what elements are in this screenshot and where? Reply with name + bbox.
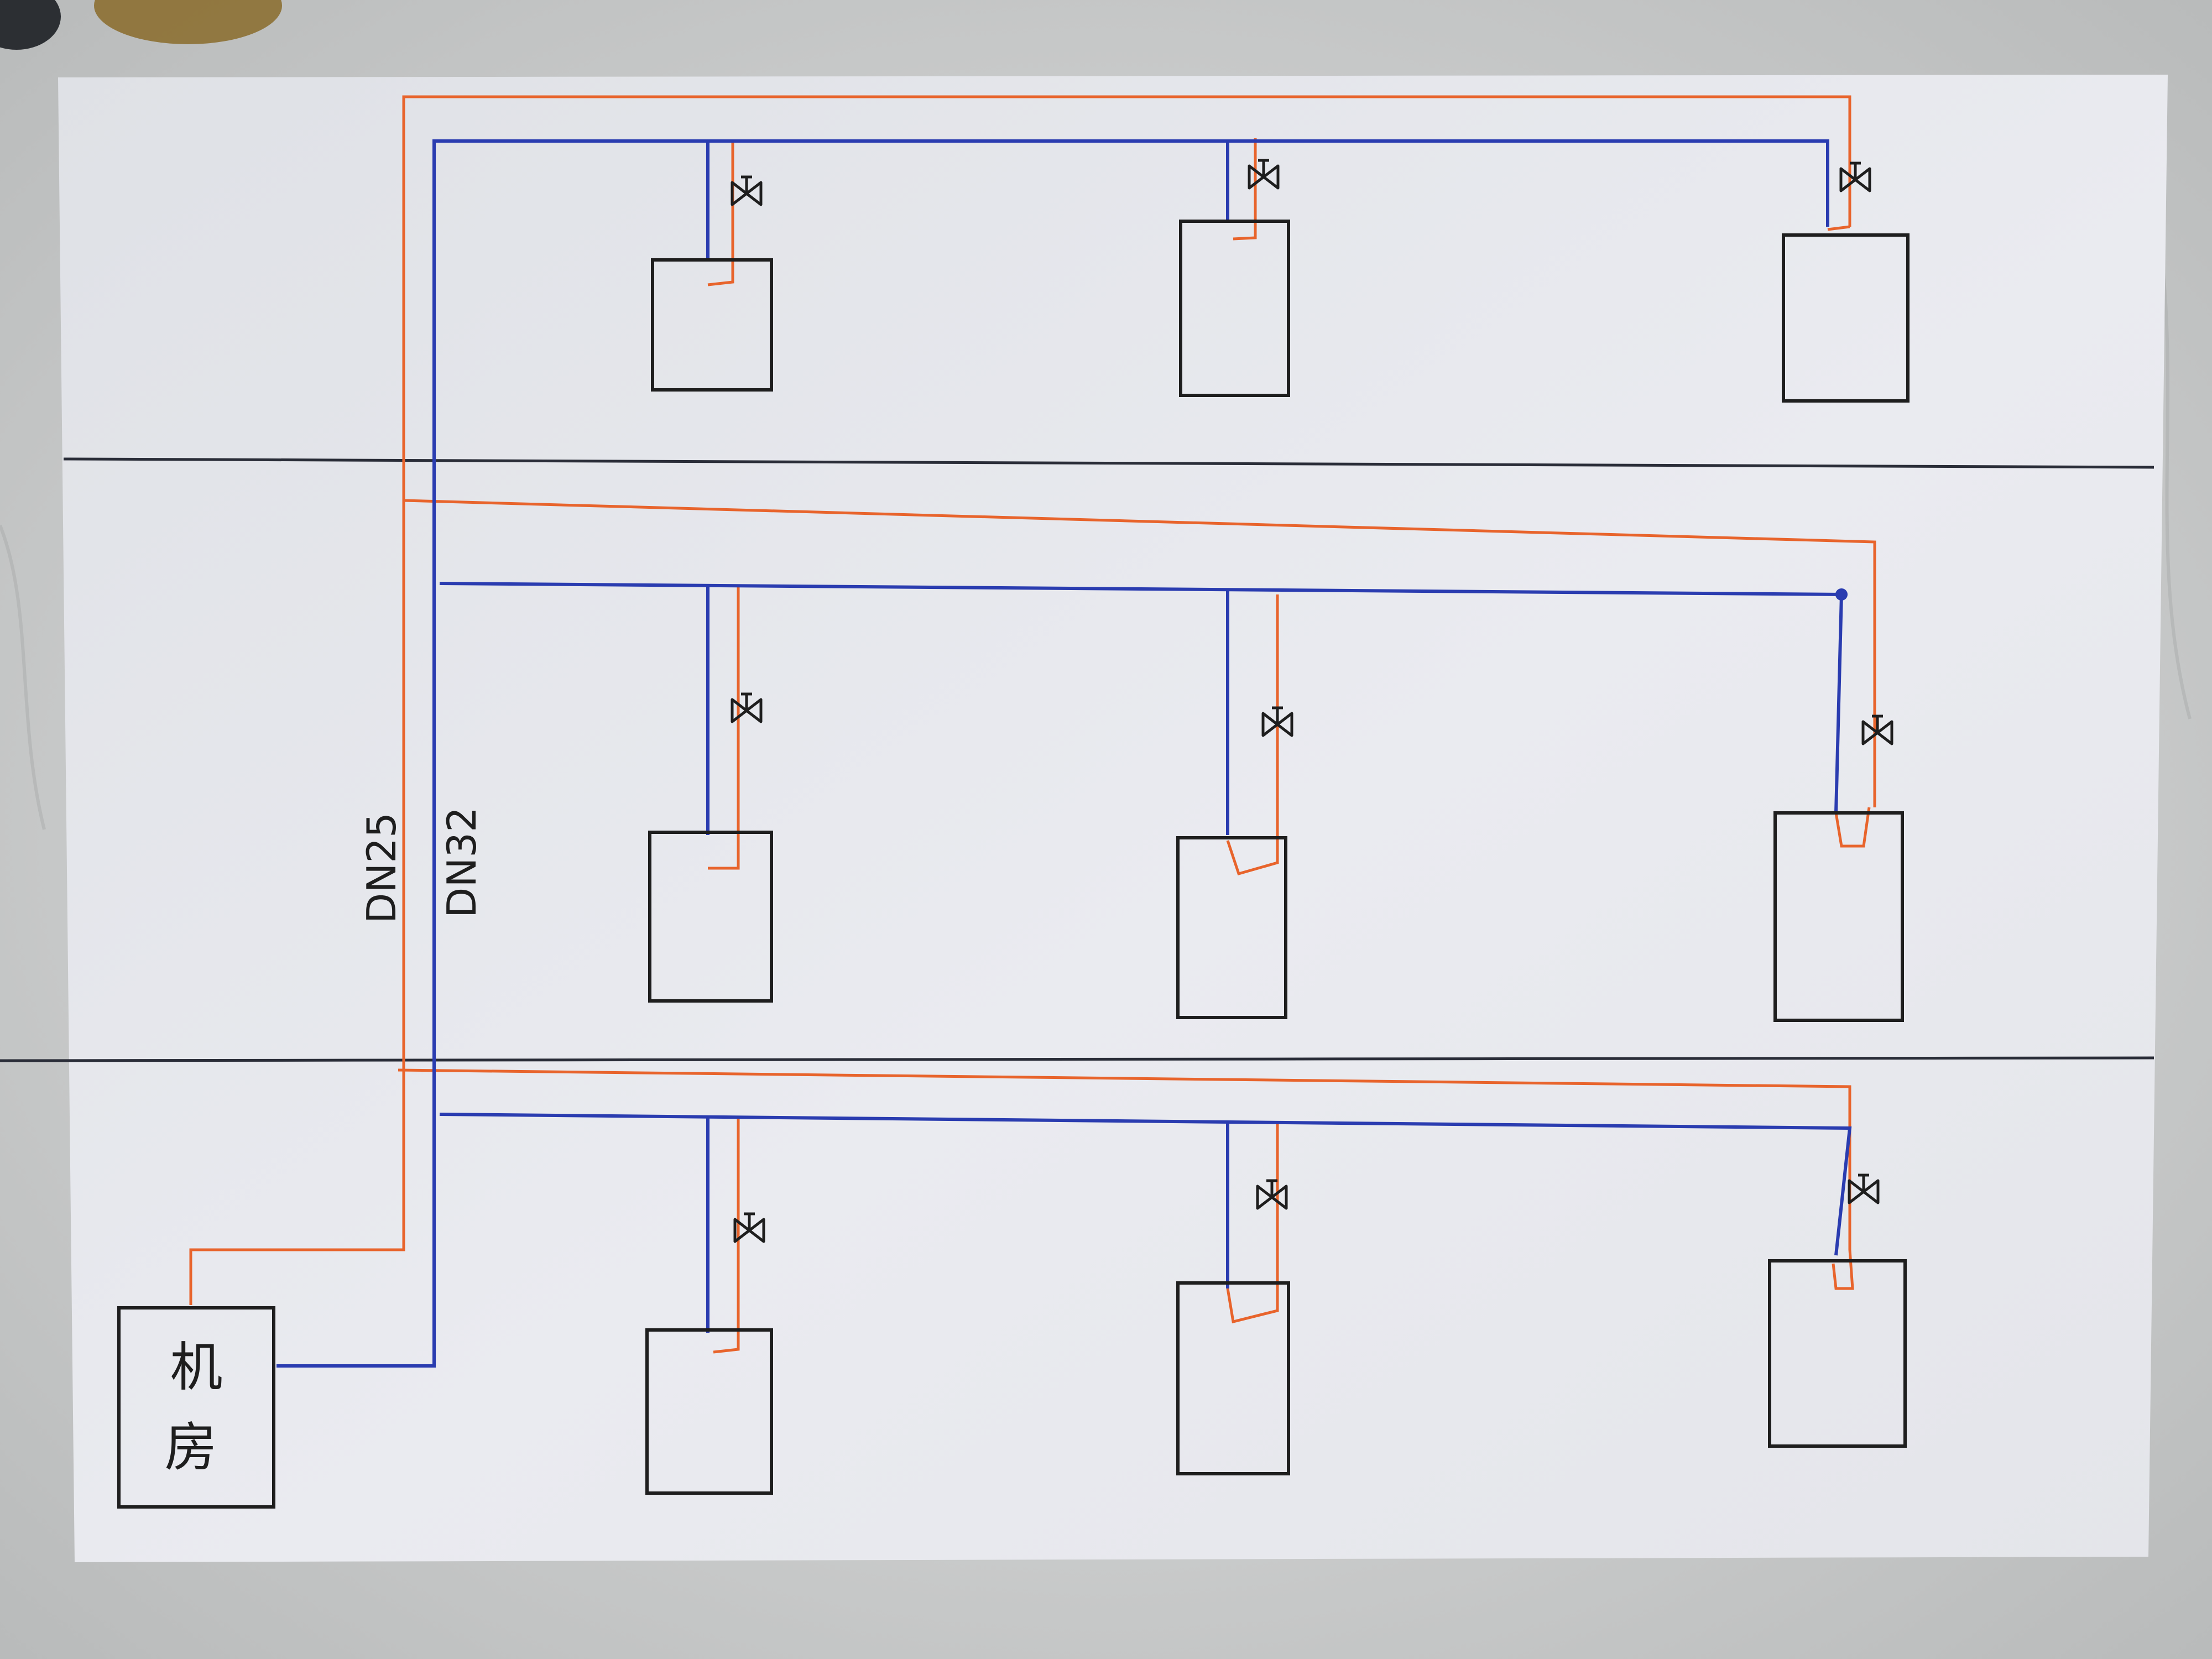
return-pipe-size-label: DN32 — [439, 807, 485, 918]
supply-pipe-size-label: DN25 — [358, 812, 405, 924]
machine-room-label-line2: 房 — [164, 1417, 217, 1478]
machine-room-label-line1: 机 — [170, 1337, 222, 1398]
